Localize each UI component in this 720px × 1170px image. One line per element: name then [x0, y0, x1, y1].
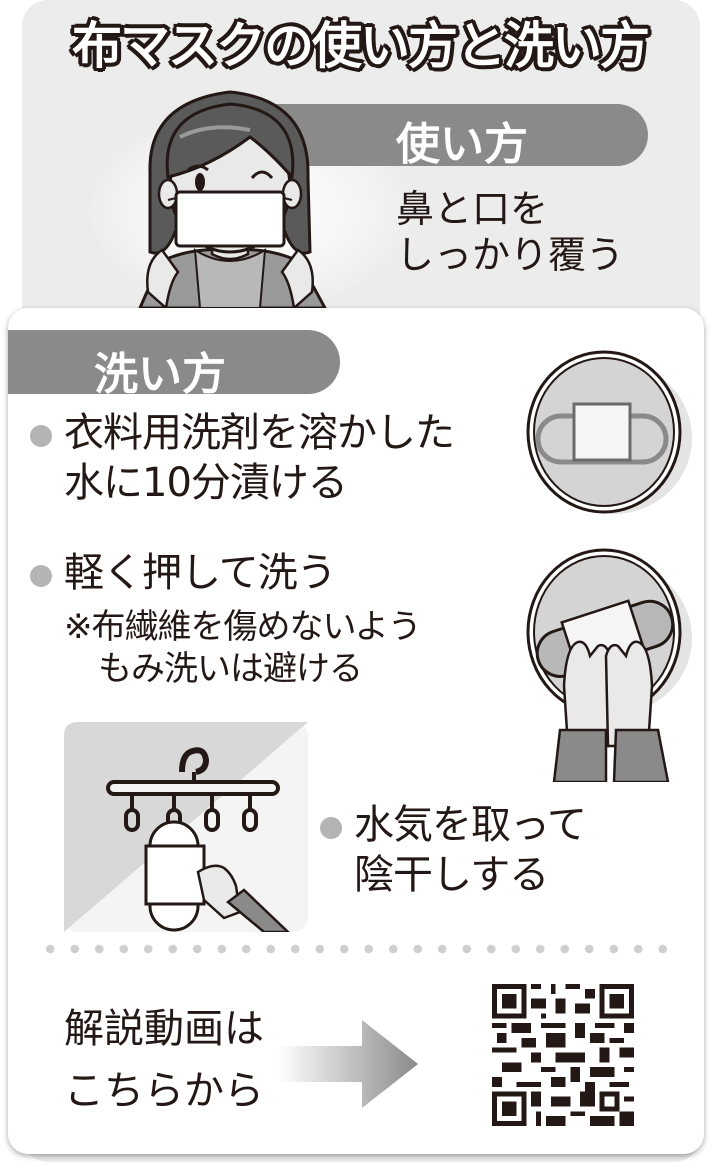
usage-desc-line1: 鼻と口を [396, 187, 549, 231]
video-text-line2: こちらから [64, 1068, 264, 1114]
washing-header-tab [8, 330, 340, 394]
usage-heading: 使い方 [396, 119, 528, 170]
washing-heading: 洗い方 [94, 349, 226, 400]
step-3-text: 水気を取って 陰干しする [354, 800, 587, 900]
video-text-line1: 解説動画は [64, 1006, 264, 1052]
step-1-line2: 水に10分漬ける [64, 460, 348, 506]
step-3-line2: 陰干しする [354, 852, 549, 898]
hands-pressing-mask-icon [526, 548, 692, 782]
usage-description: 鼻と口を しっかり覆う [396, 186, 624, 278]
page-title: 布マスクの使い方と洗い方 [72, 17, 650, 75]
step-1-text: 衣料用洗剤を溶かした 水に10分漬ける [64, 408, 455, 508]
step-1-line1: 衣料用洗剤を溶かした [64, 410, 455, 456]
video-link-text[interactable]: 解説動画は こちらから [64, 998, 264, 1122]
step-2-note-line2: もみ洗いは避ける [98, 649, 363, 689]
step-2-note-line1: ※布繊維を傷めないよう [64, 607, 422, 647]
bullet-icon [30, 565, 52, 587]
bullet-icon [30, 425, 52, 447]
bullet-icon [320, 817, 342, 839]
arrow-right-icon [278, 1020, 418, 1108]
mask-soaking-basin-icon [526, 350, 692, 514]
dotted-divider [38, 944, 678, 954]
mask-drying-hanger-icon [64, 722, 308, 932]
washing-card: 洗い方 衣料用洗剤を溶かした 水に10分漬ける 軽く押して洗う ※布繊維を傷めな… [8, 308, 704, 1154]
step-2-text: 軽く押して洗う [64, 550, 337, 596]
qr-code-icon[interactable] [492, 984, 634, 1126]
step-2-note: ※布繊維を傷めないよう もみ洗いは避ける [64, 606, 422, 690]
usage-header-bar [250, 104, 648, 166]
step-3-line1: 水気を取って [354, 802, 587, 848]
usage-desc-line2: しっかり覆う [396, 233, 625, 277]
woman-wearing-mask-icon [138, 90, 327, 308]
